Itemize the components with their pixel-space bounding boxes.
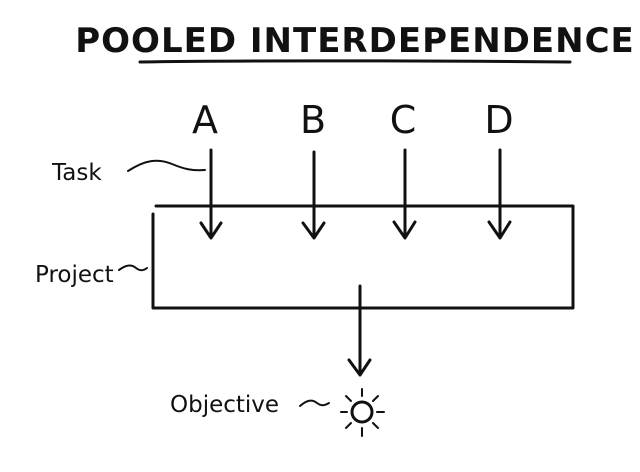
objective-connector-squiggle bbox=[299, 399, 330, 407]
objective-label: Objective bbox=[170, 392, 279, 418]
task-arrow-c bbox=[392, 148, 417, 240]
task-arrow-b bbox=[301, 150, 326, 240]
project-box bbox=[151, 204, 575, 310]
task-label-c: C bbox=[390, 98, 417, 142]
project-side-label: Project bbox=[35, 262, 114, 288]
task-connector-squiggle bbox=[127, 159, 206, 172]
task-label-b: B bbox=[300, 98, 326, 142]
title-underline bbox=[138, 59, 572, 64]
task-side-label: Task bbox=[51, 160, 102, 186]
sun-icon bbox=[340, 388, 385, 437]
task-arrow-d bbox=[487, 148, 512, 240]
diagram-title: POOLED INTERDEPENDENCE bbox=[75, 21, 635, 61]
task-arrow-a bbox=[199, 148, 223, 240]
project-connector-squiggle bbox=[118, 264, 148, 272]
task-label-a: A bbox=[192, 98, 218, 142]
objective-arrow bbox=[347, 284, 372, 377]
task-label-d: D bbox=[484, 98, 513, 142]
